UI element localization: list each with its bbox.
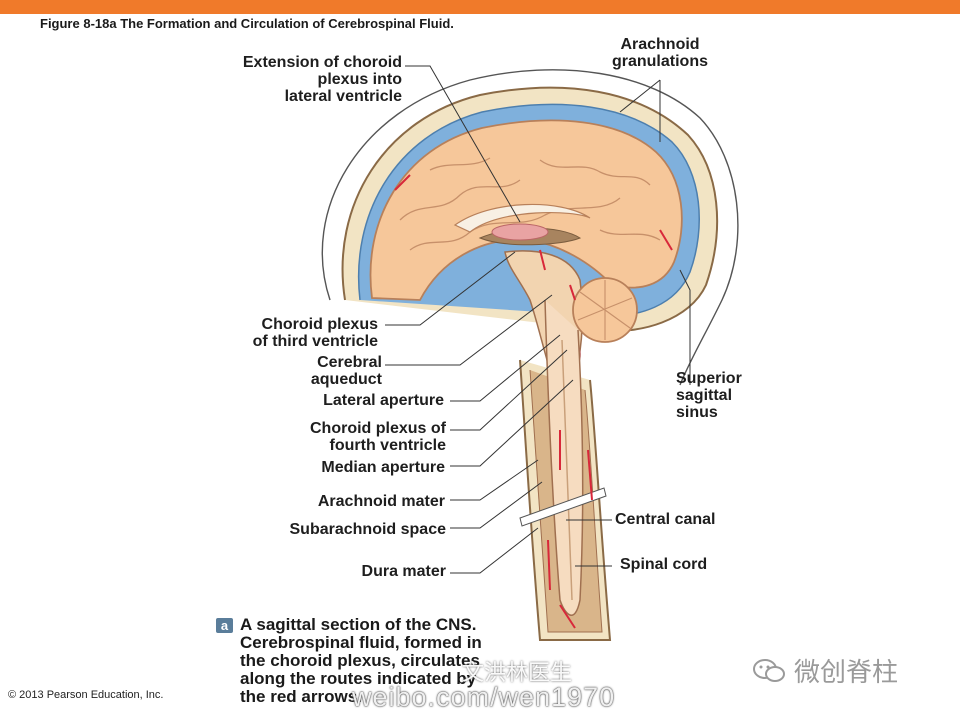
- choroid-plexus-lateral: [491, 223, 549, 241]
- wechat-icon: [753, 658, 785, 682]
- wechat-account-name: 微创脊柱: [794, 657, 899, 687]
- wechat-watermark: 微创脊柱: [752, 652, 898, 689]
- label-arachnoid-mater: Arachnoid mater: [317, 493, 445, 510]
- caption-badge: a: [216, 618, 233, 633]
- label-lateral-aperture: Lateral aperture: [323, 392, 444, 409]
- csf-flow-arrows: [394, 174, 673, 629]
- figure-title: Figure 8-18a The Formation and Circulati…: [40, 16, 454, 31]
- top-accent-bar: [0, 0, 960, 14]
- leader-lines: [385, 65, 691, 574]
- spinal-cord: [544, 299, 584, 616]
- label-median-aperture: Median aperture: [321, 459, 445, 476]
- central-canal: [561, 339, 573, 601]
- label-choroid-plexus-fourth-ventricle: Choroid plexus of fourth ventricle: [310, 420, 446, 454]
- label-extension-choroid-plexus: Extension of choroid plexus into lateral…: [242, 54, 402, 105]
- watermark-weibo: weibo.com/wen1970: [352, 682, 616, 712]
- figure-caption: A sagittal section of the CNS. Cerebrosp…: [240, 615, 482, 706]
- label-subarachnoid-space: Subarachnoid space: [289, 521, 447, 538]
- label-spinal-cord: Spinal cord: [620, 556, 708, 573]
- label-superior-sagittal-sinus: Superior sagittal sinus: [676, 370, 742, 421]
- corpus-callosum: [453, 203, 591, 233]
- label-central-canal: Central canal: [615, 511, 716, 528]
- label-dura-mater: Dura mater: [361, 563, 446, 580]
- label-arachnoid-granulations: Arachnoid granulations: [611, 36, 708, 70]
- watermark-author: 文洪林医生: [462, 660, 573, 685]
- scalp-outline: [321, 69, 739, 386]
- cerebellum-folia: [577, 280, 633, 340]
- label-choroid-plexus-third-ventricle: Choroid plexus of third ventricle: [252, 316, 378, 350]
- section-cut: [519, 487, 607, 527]
- copyright-notice: © 2013 Pearson Education, Inc.: [8, 689, 164, 701]
- label-cerebral-aqueduct: Cerebral aqueduct: [310, 354, 382, 388]
